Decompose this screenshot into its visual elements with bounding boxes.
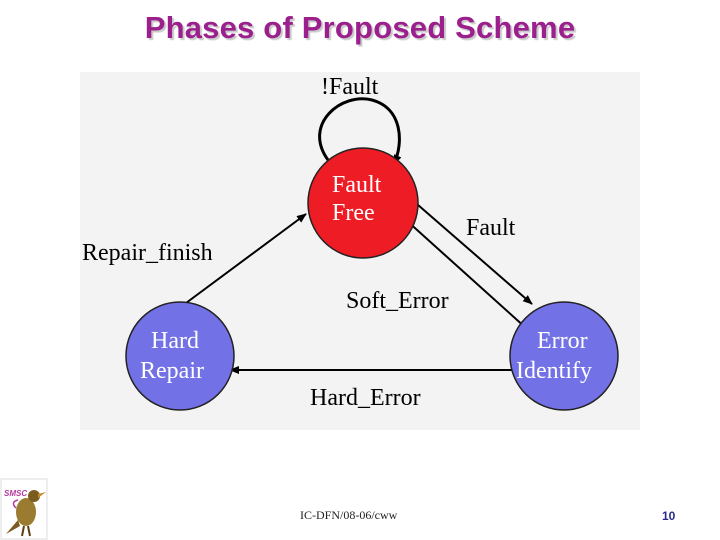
error-identify-label-1: Error (537, 328, 588, 354)
edge-label-soft-error: Soft_Error (346, 288, 449, 314)
page-number: 10 (662, 509, 676, 523)
hard-repair-circle (125, 301, 235, 411)
edge-label-repair-finish: Repair_finish (82, 240, 213, 266)
footer-text: IC-DFN/08-06/cww (300, 508, 398, 522)
logo-text: SMSC (4, 489, 28, 498)
edge-label-fault: Fault (466, 215, 516, 241)
state-diagram-svg: Fault Free Hard Repair Error Identify !F… (82, 74, 619, 411)
hard-repair-label-1: Hard (151, 328, 199, 354)
state-diagram: Fault Free Hard Repair Error Identify !F… (80, 72, 640, 430)
lark-logo-icon (0, 478, 48, 540)
node-error-identify: Error Identify (509, 301, 619, 411)
repair-finish-arrow (181, 213, 307, 307)
hard-repair-label-2: Repair (140, 358, 204, 384)
node-hard-repair: Hard Repair (125, 301, 235, 411)
fault-free-circle (307, 147, 419, 259)
fault-free-label-1: Fault (332, 172, 382, 198)
slide-title: Phases of Proposed Scheme (144, 10, 576, 45)
error-identify-circle (509, 301, 619, 411)
fault-free-label-2: Free (332, 200, 375, 226)
self-loop-arrow (318, 97, 402, 165)
soft-error-arrow (405, 219, 527, 329)
node-fault-free: Fault Free (307, 147, 419, 259)
error-identify-label-2: Identify (516, 358, 592, 384)
edge-label-hard-error: Hard_Error (310, 385, 421, 411)
fault-arrow (409, 197, 533, 305)
edge-label-not-fault: !Fault (321, 74, 379, 100)
